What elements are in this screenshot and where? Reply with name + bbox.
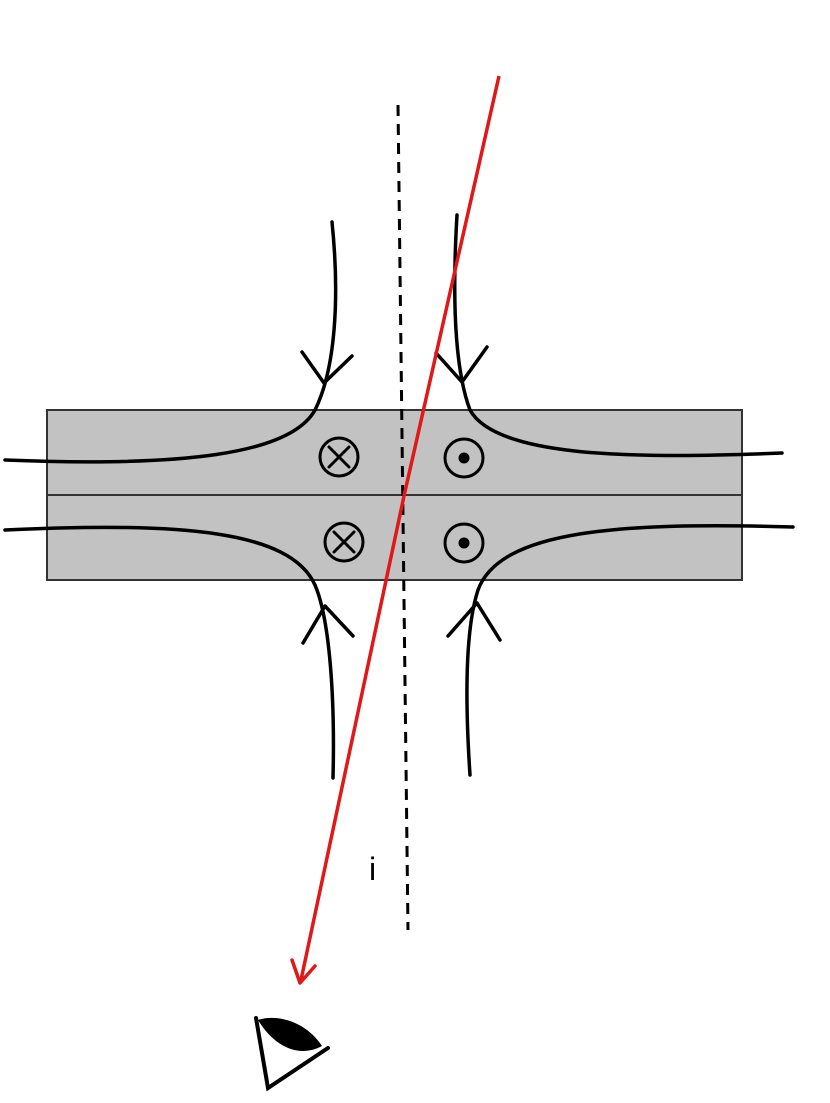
upper-layer (46, 409, 743, 496)
into-page-symbol-lower (323, 521, 365, 563)
slab (46, 409, 743, 581)
field-line-top-left (3, 220, 338, 464)
field-arrow-bottom-right (446, 601, 502, 642)
field-line-top-right (453, 213, 784, 458)
current-symbols (318, 436, 485, 564)
eye-icon (254, 1016, 330, 1092)
field-arrow-top-left (300, 350, 354, 385)
normal-line (396, 104, 410, 931)
out-of-page-symbol-lower (443, 522, 485, 564)
angle-label: i (369, 851, 376, 887)
field-arrow-bottom-left (301, 604, 355, 645)
ray-arrowhead (290, 958, 317, 985)
out-of-page-symbol-upper (443, 437, 485, 479)
field-lines (3, 213, 795, 780)
incident-ray (402, 75, 501, 497)
into-page-symbol-upper (318, 436, 360, 478)
refracted-ray (299, 495, 406, 981)
field-line-bottom-left (3, 525, 336, 780)
field-line-bottom-right (465, 524, 795, 777)
light-ray (290, 75, 501, 985)
field-arrow-top-right (434, 345, 489, 384)
